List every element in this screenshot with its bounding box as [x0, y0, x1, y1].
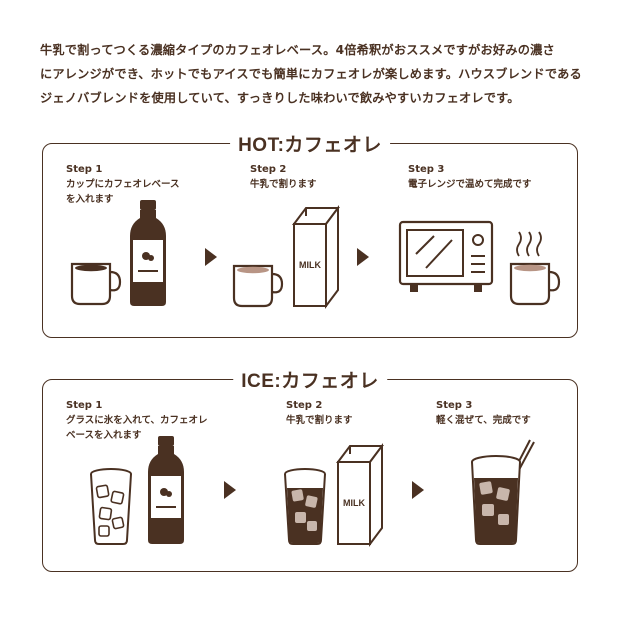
- ice-glass-icon: [90, 468, 132, 545]
- hot-step-3: Step 3 電子レンジで温めて完成です: [408, 162, 532, 192]
- step-number: Step 2: [250, 164, 287, 175]
- step-text: 牛乳で割ります: [250, 179, 317, 190]
- hot-title: HOT:カフェオレ: [230, 130, 390, 157]
- step-text: 電子レンジで温めて完成です: [408, 179, 532, 190]
- milk-carton-icon: MILK: [336, 443, 384, 547]
- step-text: 牛乳で割ります: [286, 415, 353, 426]
- intro-line-1: 牛乳で割ってつくる濃縮タイプのカフェオレベース。4倍希釈がおススメですがお好みの…: [40, 43, 555, 57]
- step-text: 軽く混ぜて、完成です: [436, 415, 531, 426]
- step-number: Step 3: [436, 400, 473, 411]
- step-text: グラスに氷を入れて、カフェオレ ベースを入れます: [66, 415, 208, 441]
- cafe-au-lait-base-bottle-icon: [148, 436, 184, 544]
- step-arrow-icon: [224, 481, 236, 499]
- intro-line-3: ジェノバブレンドを使用していて、すっきりした味わいで飲みやすいカフェオレです。: [40, 91, 520, 105]
- step-number: Step 3: [408, 164, 445, 175]
- step-number: Step 2: [286, 400, 323, 411]
- coffee-mug-icon: [70, 262, 122, 306]
- hot-latte-mug-icon: [509, 231, 561, 306]
- milk-label: MILK: [343, 498, 365, 508]
- intro-line-2: にアレンジができ、ホットでもアイスでも簡単にカフェオレが楽しめます。ハウスブレン…: [40, 67, 582, 81]
- step-arrow-icon: [357, 248, 369, 266]
- hot-panel: HOT:カフェオレ: [42, 130, 578, 338]
- ice-step-3: Step 3 軽く混ぜて、完成です: [436, 398, 531, 428]
- intro-text: 牛乳で割ってつくる濃縮タイプのカフェオレベース。4倍希釈がおススメですがお好みの…: [40, 38, 600, 110]
- iced-latte-glass-with-straw-icon: [471, 439, 535, 545]
- cafe-au-lait-base-bottle-icon: [130, 200, 166, 306]
- step-arrow-icon: [205, 248, 217, 266]
- ice-title: ICE:カフェオレ: [233, 366, 387, 393]
- ice-step-1: Step 1 グラスに氷を入れて、カフェオレ ベースを入れます: [66, 398, 208, 443]
- step-text: カップにカフェオレベース を入れます: [66, 179, 180, 205]
- iced-coffee-glass-icon: [284, 468, 326, 545]
- hot-step-2: Step 2 牛乳で割ります: [250, 162, 317, 192]
- hot-step-1: Step 1 カップにカフェオレベース を入れます: [66, 162, 180, 207]
- step-number: Step 1: [66, 400, 103, 411]
- step-number: Step 1: [66, 164, 103, 175]
- microwave-icon: [398, 220, 494, 292]
- milk-label: MILK: [299, 260, 321, 270]
- ice-panel: ICE:カフェオレ: [42, 366, 578, 572]
- ice-step-2: Step 2 牛乳で割ります: [286, 398, 353, 428]
- milk-carton-icon: MILK: [292, 205, 340, 309]
- step-arrow-icon: [412, 481, 424, 499]
- latte-mug-icon: [232, 264, 284, 308]
